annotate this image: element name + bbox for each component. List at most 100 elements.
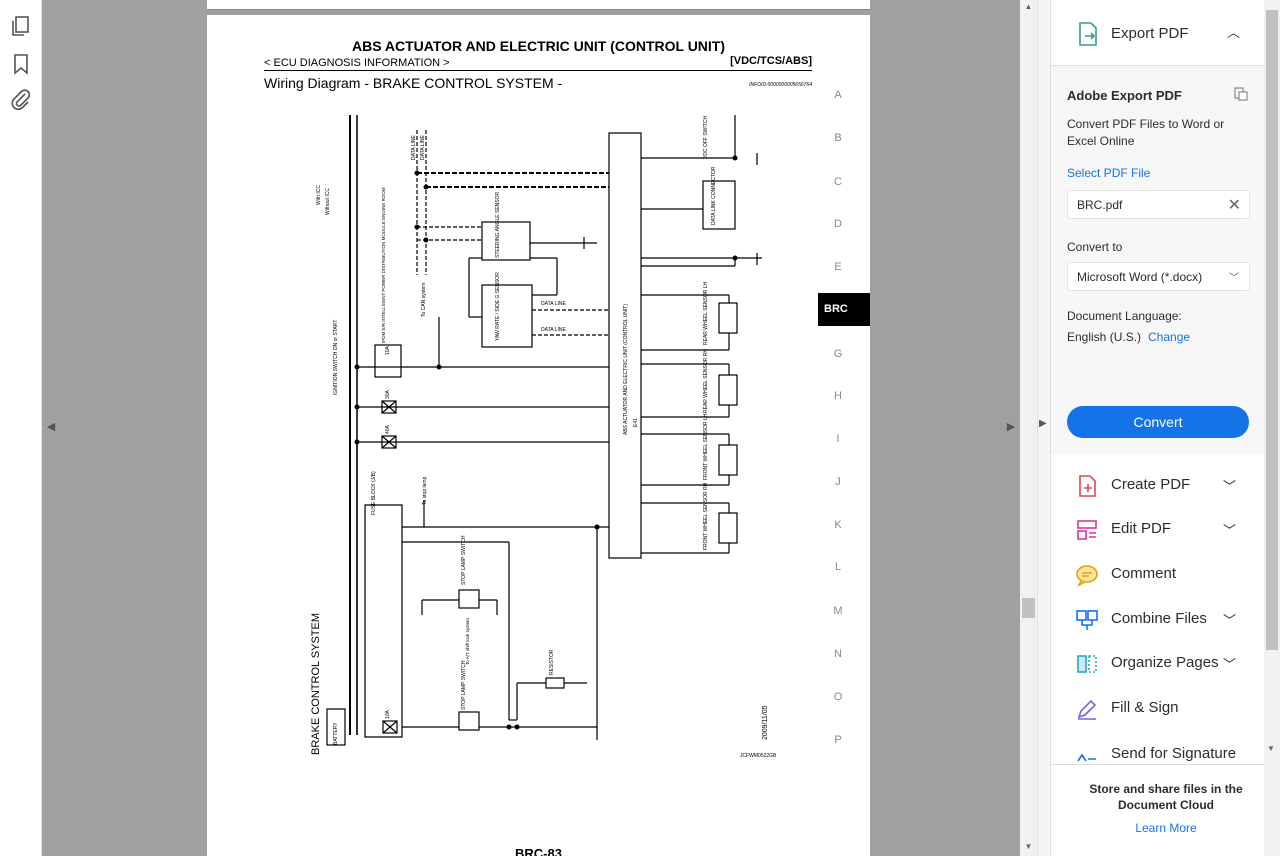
data-line-label-4: DATA LINE: [420, 135, 426, 160]
data-line-label-2: DATA LINE: [541, 327, 566, 333]
document-viewport[interactable]: ◀ ▶ ABS ACTUATOR AND ELECTRIC UNIT (CONT…: [42, 0, 1020, 856]
tool-create-pdf[interactable]: Create PDF ﹀: [1051, 464, 1265, 508]
margin-letter: N: [834, 648, 842, 660]
vdc-off-switch-label: VDC OFF SWITCH: [703, 116, 709, 159]
promo-text: Store and share files in the Document Cl…: [1089, 782, 1243, 812]
convert-button[interactable]: Convert: [1067, 406, 1249, 438]
front-lh-sensor-label: FRONT WHEEL SENSOR LH: [703, 413, 709, 480]
combine-files-icon: [1076, 610, 1098, 630]
tool-label: Edit PDF: [1111, 520, 1172, 537]
tools-pane: Export PDF ︿ Adobe Export PDF Convert PD…: [1050, 0, 1265, 856]
comment-icon: [1076, 565, 1098, 587]
margin-letter: A: [834, 89, 842, 101]
chevron-down-icon[interactable]: ﹀: [1223, 479, 1237, 494]
export-pdf-header[interactable]: Export PDF ︿: [1051, 0, 1265, 66]
selected-file-field[interactable]: BRC.pdf ✕: [1067, 190, 1250, 219]
select-pdf-file-link[interactable]: Select PDF File: [1067, 166, 1151, 180]
collapse-left-panel-icon[interactable]: ◀: [46, 421, 56, 433]
control-unit-code: E41: [633, 418, 639, 427]
tool-combine-files[interactable]: Combine Files ﹀: [1051, 598, 1265, 642]
tool-fill-sign[interactable]: Fill & Sign: [1051, 687, 1265, 731]
margin-letter: I: [836, 433, 840, 445]
pdf-page: ABS ACTUATOR AND ELECTRIC UNIT (CONTROL …: [207, 15, 870, 856]
rear-lh-sensor-label: REAR WHEEL SENSOR LH: [703, 281, 709, 345]
fuse-block-label: FUSE BLOCK (J/B): [371, 471, 377, 515]
data-line-label-1: DATA LINE: [541, 301, 566, 307]
diagram-date: 2009/11/05: [762, 705, 769, 740]
margin-letter: C: [834, 176, 842, 188]
tool-label: Create PDF: [1111, 476, 1191, 493]
scroll-up-icon[interactable]: ▲: [1024, 2, 1033, 11]
convert-to-dropdown[interactable]: Microsoft Word (*.docx) ﹀: [1067, 262, 1250, 291]
chevron-down-icon[interactable]: ﹀: [1223, 523, 1237, 538]
chevron-down-icon: ﹀: [1229, 273, 1239, 284]
pane-divider[interactable]: ▶: [1037, 0, 1050, 856]
tool-label: Send for Signature: [1111, 745, 1237, 762]
chevron-up-icon[interactable]: ︿: [1227, 25, 1241, 40]
margin-letter: H: [834, 390, 842, 402]
left-navigation-rail: [0, 0, 42, 856]
section-heading: < ECU DIAGNOSIS INFORMATION >: [264, 57, 450, 69]
to-stop-lamp-label: To stop lamp: [422, 476, 428, 505]
diagram-side-title: BRAKE CONTROL SYSTEM: [310, 613, 322, 755]
chevron-down-icon[interactable]: ﹀: [1223, 657, 1237, 672]
margin-letter: J: [835, 476, 841, 488]
scroll-down-icon[interactable]: ▼: [1024, 842, 1033, 851]
document-title: ABS ACTUATOR AND ELECTRIC UNIT (CONTROL …: [351, 38, 726, 54]
attachments-icon[interactable]: [10, 88, 32, 110]
previous-page-edge: [207, 0, 870, 10]
tool-organize-pages[interactable]: Organize Pages ﹀: [1051, 642, 1265, 686]
tool-label: Comment: [1111, 565, 1177, 582]
margin-letter: O: [833, 691, 843, 703]
learn-more-link[interactable]: Learn More: [1135, 821, 1197, 835]
tool-comment[interactable]: Comment: [1051, 553, 1265, 597]
resistor-label: RESISTOR: [549, 649, 555, 675]
scrollbar-thumb[interactable]: [1022, 598, 1035, 618]
create-pdf-icon: [1079, 475, 1096, 497]
tool-label: Fill & Sign: [1111, 699, 1179, 716]
send-signature-icon: [1077, 753, 1096, 762]
export-pdf-title: Export PDF: [1111, 25, 1189, 42]
fill-sign-icon: [1077, 699, 1097, 720]
chevron-down-icon[interactable]: ﹀: [1223, 613, 1237, 628]
clear-file-icon[interactable]: ✕: [1227, 197, 1241, 214]
adobe-export-description: Convert PDF Files to Word or Excel Onlin…: [1067, 117, 1225, 148]
front-rh-sensor-label: FRONT WHEEL SENSOR RH: [703, 482, 709, 550]
bookmarks-icon[interactable]: [10, 53, 32, 75]
tools-pane-scroll-thumb[interactable]: [1266, 10, 1278, 650]
margin-letter: L: [834, 561, 842, 573]
adobe-export-title: Adobe Export PDF: [1067, 88, 1182, 103]
tool-send-for-signature[interactable]: Send for Signature: [1051, 733, 1265, 763]
expand-pane-icon[interactable]: ▶: [1039, 418, 1047, 429]
account-switch-icon[interactable]: [1233, 86, 1249, 102]
to-can-label: To CAN system: [421, 283, 427, 317]
yaw-sensor-label: YAW RATE / SIDE G SENSOR: [495, 272, 501, 341]
document-language-value: English (U.S.): [1067, 330, 1142, 344]
stop-lamp-switch-label-1: STOP LAMP SWITCH: [461, 535, 467, 585]
data-line-label-3: DATA LINE: [411, 135, 417, 160]
page-thumbnails-icon[interactable]: [10, 15, 32, 37]
stop-lamp-switch-label-2: STOP LAMP SWITCH: [461, 660, 467, 710]
fuse-40a-label: 40A: [385, 424, 391, 434]
margin-letter: M: [833, 605, 843, 617]
document-scrollbar[interactable]: ▲ ▼: [1020, 0, 1037, 856]
document-language-label: Document Language:: [1067, 309, 1182, 323]
selected-file-name: BRC.pdf: [1077, 198, 1123, 212]
page-number: BRC-83: [515, 846, 562, 856]
tools-pane-scrollbar[interactable]: ▼: [1264, 0, 1280, 856]
margin-letter: K: [834, 519, 842, 531]
to-at-label: To A/T shift lock system: [465, 618, 470, 665]
margin-letter: P: [834, 734, 842, 746]
document-cloud-promo: Store and share files in the Document Cl…: [1051, 764, 1265, 856]
collapse-right-panel-icon[interactable]: ▶: [1006, 421, 1016, 433]
convert-to-value: Microsoft Word (*.docx): [1077, 270, 1203, 284]
edit-pdf-icon: [1077, 520, 1097, 540]
control-unit-label: ABS ACTUATOR AND ELECTRIC UNIT (CONTROL …: [623, 304, 629, 435]
scroll-down-icon[interactable]: ▼: [1267, 744, 1275, 753]
ipdm-label: IPDM E/R INTELLIGENT POWER DISTRIBUTION …: [381, 187, 386, 343]
change-language-link[interactable]: Change: [1148, 330, 1191, 344]
fuse-30a-label: 30A: [385, 389, 391, 399]
margin-letter: E: [834, 261, 842, 273]
margin-letter: G: [833, 348, 843, 360]
tool-edit-pdf[interactable]: Edit PDF ﹀: [1051, 508, 1265, 552]
